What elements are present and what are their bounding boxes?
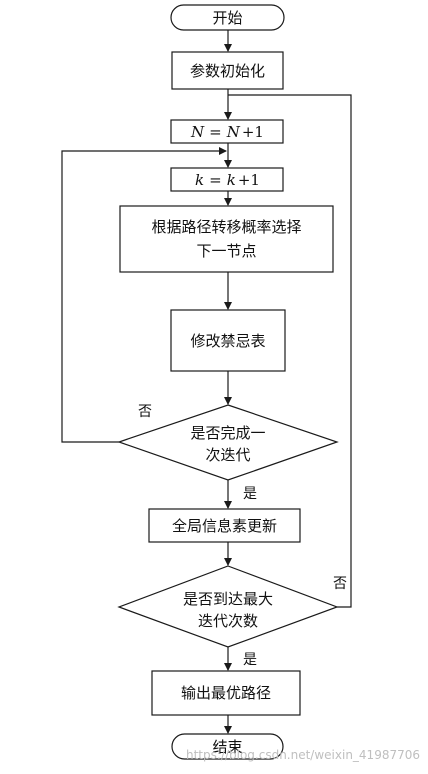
loop-no-max: [228, 94, 352, 608]
start-label: 开始: [212, 9, 242, 27]
select-next-line-2: 下一节点: [196, 242, 256, 260]
loop-no-iteration: [61, 147, 227, 443]
modify-tabu-label: 修改禁忌表: [190, 332, 265, 350]
k-update-formula: k=k+1: [195, 171, 260, 189]
label-yes-max: 是: [243, 652, 257, 668]
n-update-node: N=N+1: [170, 119, 284, 144]
decision-max-line-2: 迭代次数: [198, 612, 258, 630]
watermark: https://blog.csdn.net/weixin_41987706: [186, 748, 420, 762]
n-rhs-op: +1: [242, 123, 264, 141]
select-next-line-1: 根据路径转移概率选择: [151, 218, 301, 236]
select-next-node: 根据路径转移概率选择 下一节点: [119, 205, 334, 273]
label-no-iteration: 否: [138, 404, 152, 420]
global-update-label: 全局信息素更新: [172, 517, 277, 535]
k-update-node: k=k+1: [170, 167, 284, 192]
k-eq: =: [209, 171, 222, 189]
output-node: 输出最优路径: [151, 670, 301, 716]
label-yes-iteration: 是: [243, 486, 257, 502]
modify-tabu-node: 修改禁忌表: [170, 309, 286, 372]
decision-max-line-1: 是否到达最大: [183, 590, 273, 608]
label-no-max: 否: [333, 576, 347, 592]
end-node: 结束: [171, 733, 284, 760]
k-lhs: k: [195, 171, 204, 189]
n-eq: =: [209, 123, 222, 141]
k-rhs-var: k: [227, 171, 236, 189]
start-node: 开始: [170, 4, 285, 31]
decision-max: 是否到达最大 迭代次数: [117, 565, 339, 648]
connectors: [61, 30, 352, 734]
decision-iteration-line-2: 次迭代: [205, 446, 250, 464]
n-update-formula: N=N+1: [190, 123, 264, 141]
k-rhs-op: +1: [238, 171, 260, 189]
global-update-node: 全局信息素更新: [148, 508, 301, 543]
decision-iteration: 是否完成一 次迭代: [117, 404, 339, 481]
output-label: 输出最优路径: [181, 684, 271, 702]
end-label: 结束: [212, 738, 242, 756]
n-lhs: N: [190, 123, 205, 141]
decision-iteration-line-1: 是否完成一: [190, 424, 265, 442]
n-rhs-var: N: [226, 123, 241, 141]
init-node: 参数初始化: [171, 51, 284, 90]
init-label: 参数初始化: [190, 62, 265, 80]
